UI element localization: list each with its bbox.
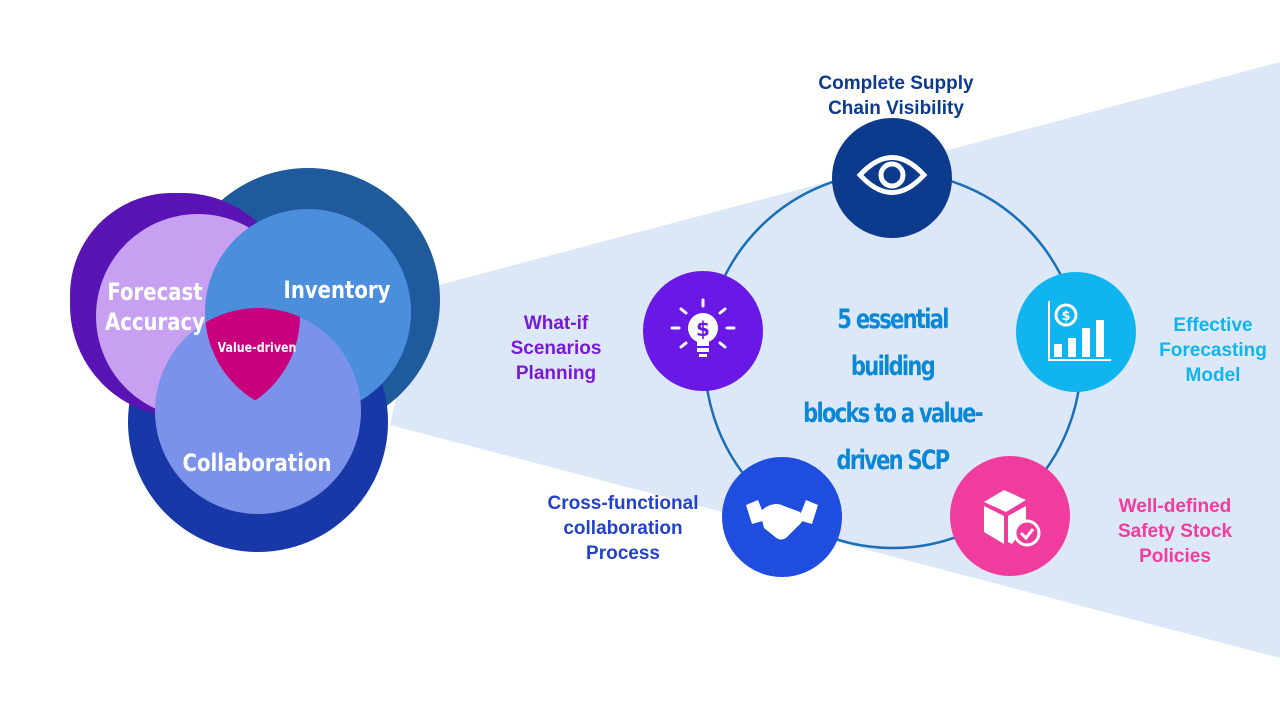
block-label-forecasting: Effective Forecasting Model (1159, 315, 1267, 386)
svg-text:$: $ (696, 317, 710, 341)
center-title: 5 essential building blocks to a value- … (803, 304, 984, 476)
lightbulb-dollar-icon: $ (670, 298, 736, 357)
block-label-safety-stock: Well-defined Safety Stock Policies (1117, 496, 1233, 567)
handshake-icon (746, 500, 818, 540)
venn-diagram: Forecast Accuracy Inventory Collaboratio… (70, 168, 440, 552)
block-collaboration (722, 457, 842, 577)
block-visibility-circle (832, 118, 952, 238)
block-label-what-if: What-if Scenarios Planning (510, 313, 602, 384)
block-what-if: $ (643, 271, 763, 391)
venn-label-forecast-2: Accuracy (105, 309, 205, 336)
venn-label-value-driven: Value-driven (218, 340, 297, 355)
block-label-visibility: Complete Supply Chain Visibility (818, 73, 974, 119)
svg-text:$: $ (1061, 309, 1070, 324)
block-label-collaboration: Cross-functional collaboration Process (547, 493, 699, 564)
box-check-icon (984, 490, 1041, 547)
bar-chart-dollar-icon: $ (1048, 301, 1111, 361)
block-forecasting: $ (1016, 272, 1136, 392)
venn-label-inventory: Inventory (284, 277, 391, 304)
block-safety-stock (950, 456, 1070, 576)
block-forecasting-circle (1016, 272, 1136, 392)
venn-collaboration-circle (155, 308, 361, 514)
venn-label-forecast-1: Forecast (107, 279, 202, 306)
venn-label-collaboration: Collaboration (183, 450, 332, 477)
block-visibility (832, 118, 952, 238)
eye-icon (856, 155, 928, 195)
